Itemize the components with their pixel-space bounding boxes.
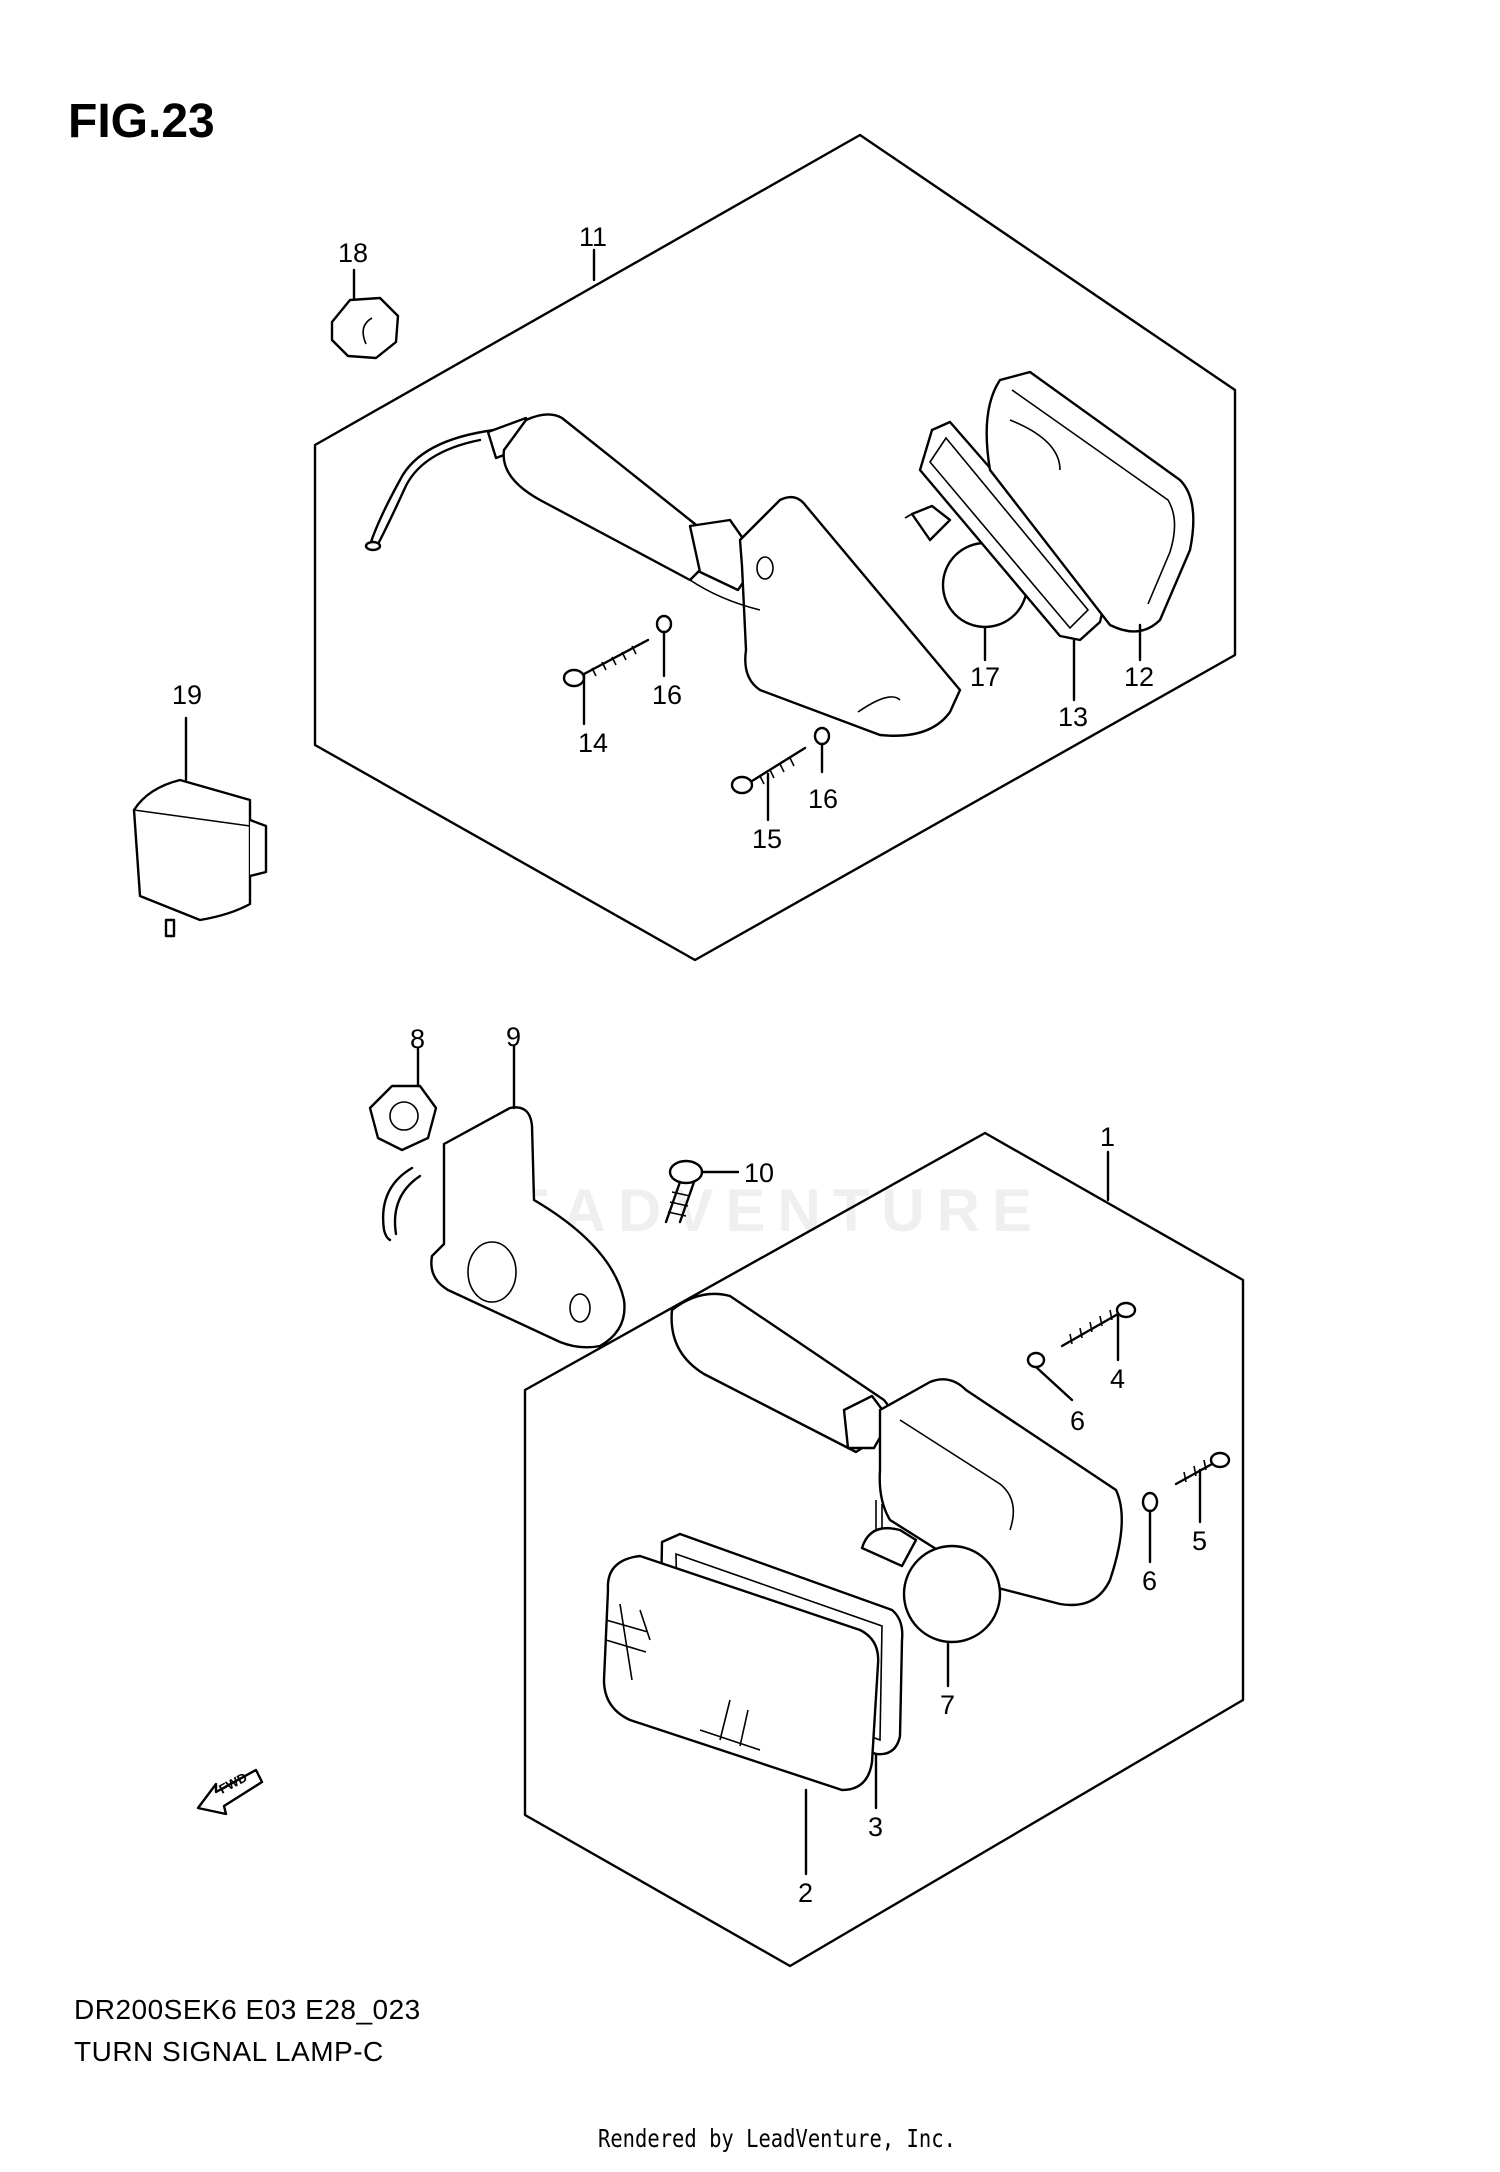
gasket-part-13 [918, 420, 1107, 642]
model-code: DR200SEK6 E03 E28_023 [74, 1994, 421, 2025]
callout-3: 3 [868, 1812, 883, 1842]
callout-10: 10 [744, 1158, 774, 1188]
callout-18: 18 [338, 238, 368, 268]
callout-11: 11 [579, 222, 607, 252]
callout-1: 1 [1100, 1122, 1115, 1152]
callout-16a: 16 [652, 680, 682, 710]
callout-14: 14 [578, 728, 608, 758]
figure-caption: TURN SIGNAL LAMP-C [74, 2036, 384, 2067]
callout-labels: 11 12 13 14 15 16 16 17 18 19 1 2 3 4 5 … [172, 222, 1207, 1908]
figure-title: FIG.23 [68, 95, 215, 148]
callout-7: 7 [940, 1690, 955, 1720]
nut-part-8 [368, 1084, 438, 1152]
lens-part-2 [602, 1554, 880, 1792]
callout-5: 5 [1192, 1526, 1207, 1556]
callout-9: 9 [506, 1022, 521, 1052]
callout-2: 2 [798, 1878, 813, 1908]
washer-part-16a [655, 614, 673, 634]
rendered-by-footer: Rendered by LeadVenture, Inc. [598, 2124, 956, 2153]
screw-part-4 [1060, 1301, 1137, 1348]
turn-signal-housing-part-11 [364, 413, 962, 737]
grommet-part-18 [330, 296, 400, 360]
upper-kit-boundary [313, 133, 1237, 962]
washer-part-6b [1141, 1491, 1159, 1513]
relay-part-19 [132, 778, 268, 938]
callout-6a: 6 [1070, 1406, 1085, 1436]
callout-13: 13 [1058, 702, 1088, 732]
callout-19: 19 [172, 680, 202, 710]
bulb-part-7 [860, 1526, 1002, 1644]
fwd-arrow-icon: FWD [196, 1768, 264, 1816]
callout-4: 4 [1110, 1364, 1125, 1394]
screw-part-14 [562, 638, 650, 688]
bracket-part-9 [381, 1106, 626, 1349]
washer-part-6a [1026, 1351, 1046, 1369]
callout-17: 17 [970, 662, 1000, 692]
callout-16b: 16 [808, 784, 838, 814]
callout-15: 15 [752, 824, 782, 854]
callout-12: 12 [1124, 662, 1154, 692]
leader-lines [184, 248, 1202, 1876]
screw-part-5 [1174, 1451, 1231, 1486]
screw-part-10 [664, 1159, 704, 1224]
callout-8: 8 [410, 1024, 425, 1054]
callout-6b: 6 [1142, 1566, 1157, 1596]
washer-part-16b [813, 726, 831, 746]
screw-part-15 [730, 746, 807, 795]
lower-kit-boundary [523, 1131, 1245, 1968]
